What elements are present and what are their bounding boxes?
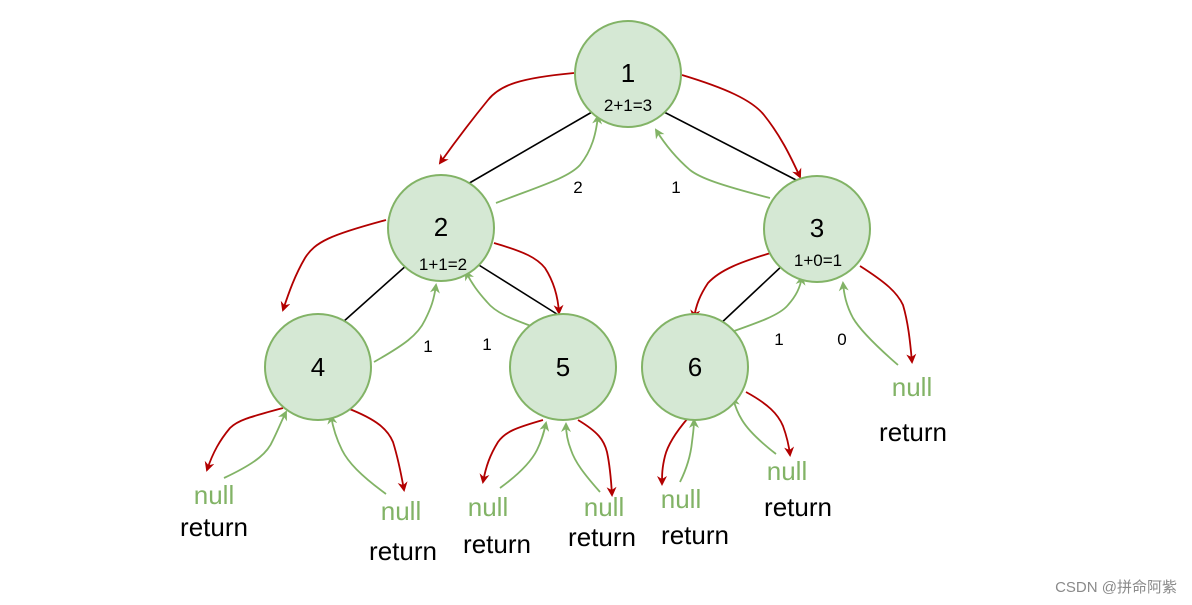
call-arrow-1-3 [681,74,802,179]
node-circle [264,313,372,421]
return-arrow-null-5-left [499,421,550,489]
return-arrow-4-2 [373,283,440,363]
return-arrow-null-5-right [561,422,601,493]
return-label: return [764,492,832,522]
node-value: 6 [688,352,702,382]
edge-label-2-to-1: 2 [573,178,582,197]
null-leaf-5-left: null return [463,492,531,559]
null-label: null [194,480,234,510]
tree-node-4: 4 [264,313,372,421]
node-value: 5 [556,352,570,382]
call-arrow-2-4 [280,219,387,312]
null-leaf-4-right: null return [369,496,437,566]
call-arrow-3-6 [690,251,775,320]
call-arrow-3-null [859,265,917,364]
node-circle [641,313,749,421]
node-height-calc: 1+0=1 [794,251,842,270]
node-value: 1 [621,58,635,88]
call-arrow-6-left-null [657,417,689,486]
null-leaf-6-right: null return [764,456,832,522]
call-arrows [204,72,917,497]
edge-1-3 [663,111,801,183]
return-label: return [879,417,947,447]
tree-node-3: 3 1+0=1 [763,175,871,283]
return-arrow-null-6-left [679,418,699,483]
null-leaf-5-right: null return [568,492,636,552]
call-arrow-6-right-null [745,391,795,457]
edge-2-5 [473,261,561,317]
null-leaf-6-left: null return [661,484,729,550]
return-label: return [369,536,437,566]
call-arrow-4-left-null [204,407,284,472]
edge-2-4 [342,263,409,323]
edge-label-4-to-2: 1 [423,337,432,356]
node-circle [387,174,495,282]
node-value: 3 [810,213,824,243]
tree-node-2: 2 1+1=2 [387,174,495,282]
node-height-calc: 2+1=3 [604,96,652,115]
call-arrow-5-left-null [479,419,544,484]
null-leaf-3-right: null return [879,372,947,447]
call-arrow-1-2 [438,72,575,165]
return-arrow-null-4-right [327,414,387,495]
node-circle [509,313,617,421]
null-label: null [584,492,624,522]
null-label: null [767,456,807,486]
null-label: null [892,372,932,402]
edge-3-6 [717,263,785,327]
call-arrow-4-right-null [346,407,408,492]
watermark: CSDN @拼命阿紫 [1055,578,1177,596]
return-label: return [180,512,248,542]
return-arrow-null-4-left [223,410,287,479]
node-value: 4 [311,352,325,382]
call-arrow-5-right-null [577,419,617,497]
edge-labels: 2 1 1 1 1 0 [423,178,846,356]
edge-label-null-to-3: 0 [837,330,846,349]
return-arrow-5-2 [465,270,543,331]
node-height-calc: 1+1=2 [419,255,467,274]
tree-edges [342,111,801,327]
return-arrow-null-3 [838,281,899,366]
edge-label-5-to-2: 1 [482,335,491,354]
edge-label-6-to-3: 1 [774,330,783,349]
return-arrow-2-1 [495,114,603,204]
null-label: null [381,496,421,526]
return-arrow-6-3 [719,275,806,337]
return-label: return [661,520,729,550]
tree-node-6: 6 [641,313,749,421]
node-value: 2 [434,212,448,242]
node-circle [763,175,871,283]
edge-1-2 [465,111,593,186]
tree-node-5: 5 [509,313,617,421]
return-arrow-3-1 [654,128,771,199]
null-label: null [468,492,508,522]
return-arrow-null-6-right [730,396,777,455]
null-leaf-4-left: null return [180,480,248,542]
call-arrow-2-5 [493,242,564,315]
return-arrows [223,114,899,495]
return-label: return [463,529,531,559]
node-circle [574,20,682,128]
edge-label-3-to-1: 1 [671,178,680,197]
tree-node-1: 1 2+1=3 [574,20,682,128]
return-label: return [568,522,636,552]
null-label: null [661,484,701,514]
